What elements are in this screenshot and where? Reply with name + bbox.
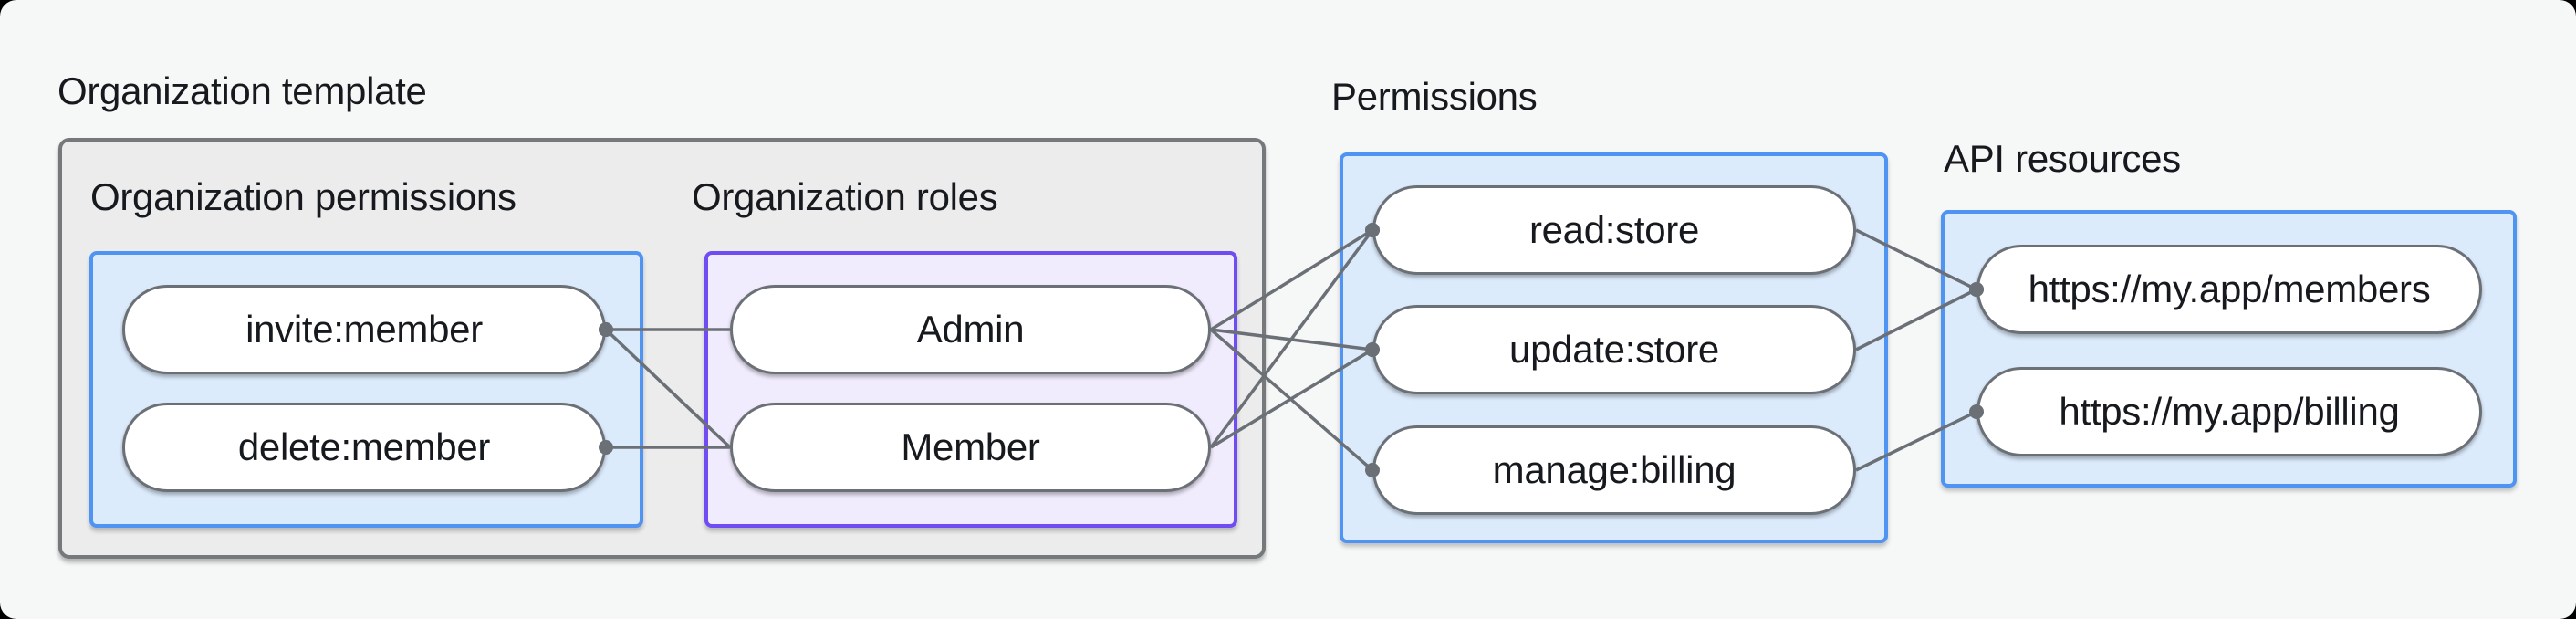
permission-pill-manage-billing: manage:billing: [1372, 425, 1856, 515]
org-permissions-title: Organization permissions: [90, 175, 516, 218]
permission-pill-update-store: update:store: [1372, 305, 1856, 394]
api-resource-pill-members: https://my.app/members: [1976, 245, 2482, 334]
api-resources-title: API resources: [1944, 137, 2181, 180]
permissions-title: Permissions: [1331, 75, 1538, 118]
api-resource-pill-billing: https://my.app/billing: [1976, 367, 2482, 456]
permission-pill-read-store: read:store: [1372, 185, 1856, 275]
org-template-title: Organization template: [57, 69, 427, 112]
org-roles-title: Organization roles: [692, 175, 998, 218]
org-permission-pill-invite-member: invite:member: [122, 285, 606, 374]
role-pill-admin: Admin: [730, 285, 1211, 374]
org-permission-pill-delete-member: delete:member: [122, 403, 606, 492]
role-pill-member: Member: [730, 403, 1211, 492]
